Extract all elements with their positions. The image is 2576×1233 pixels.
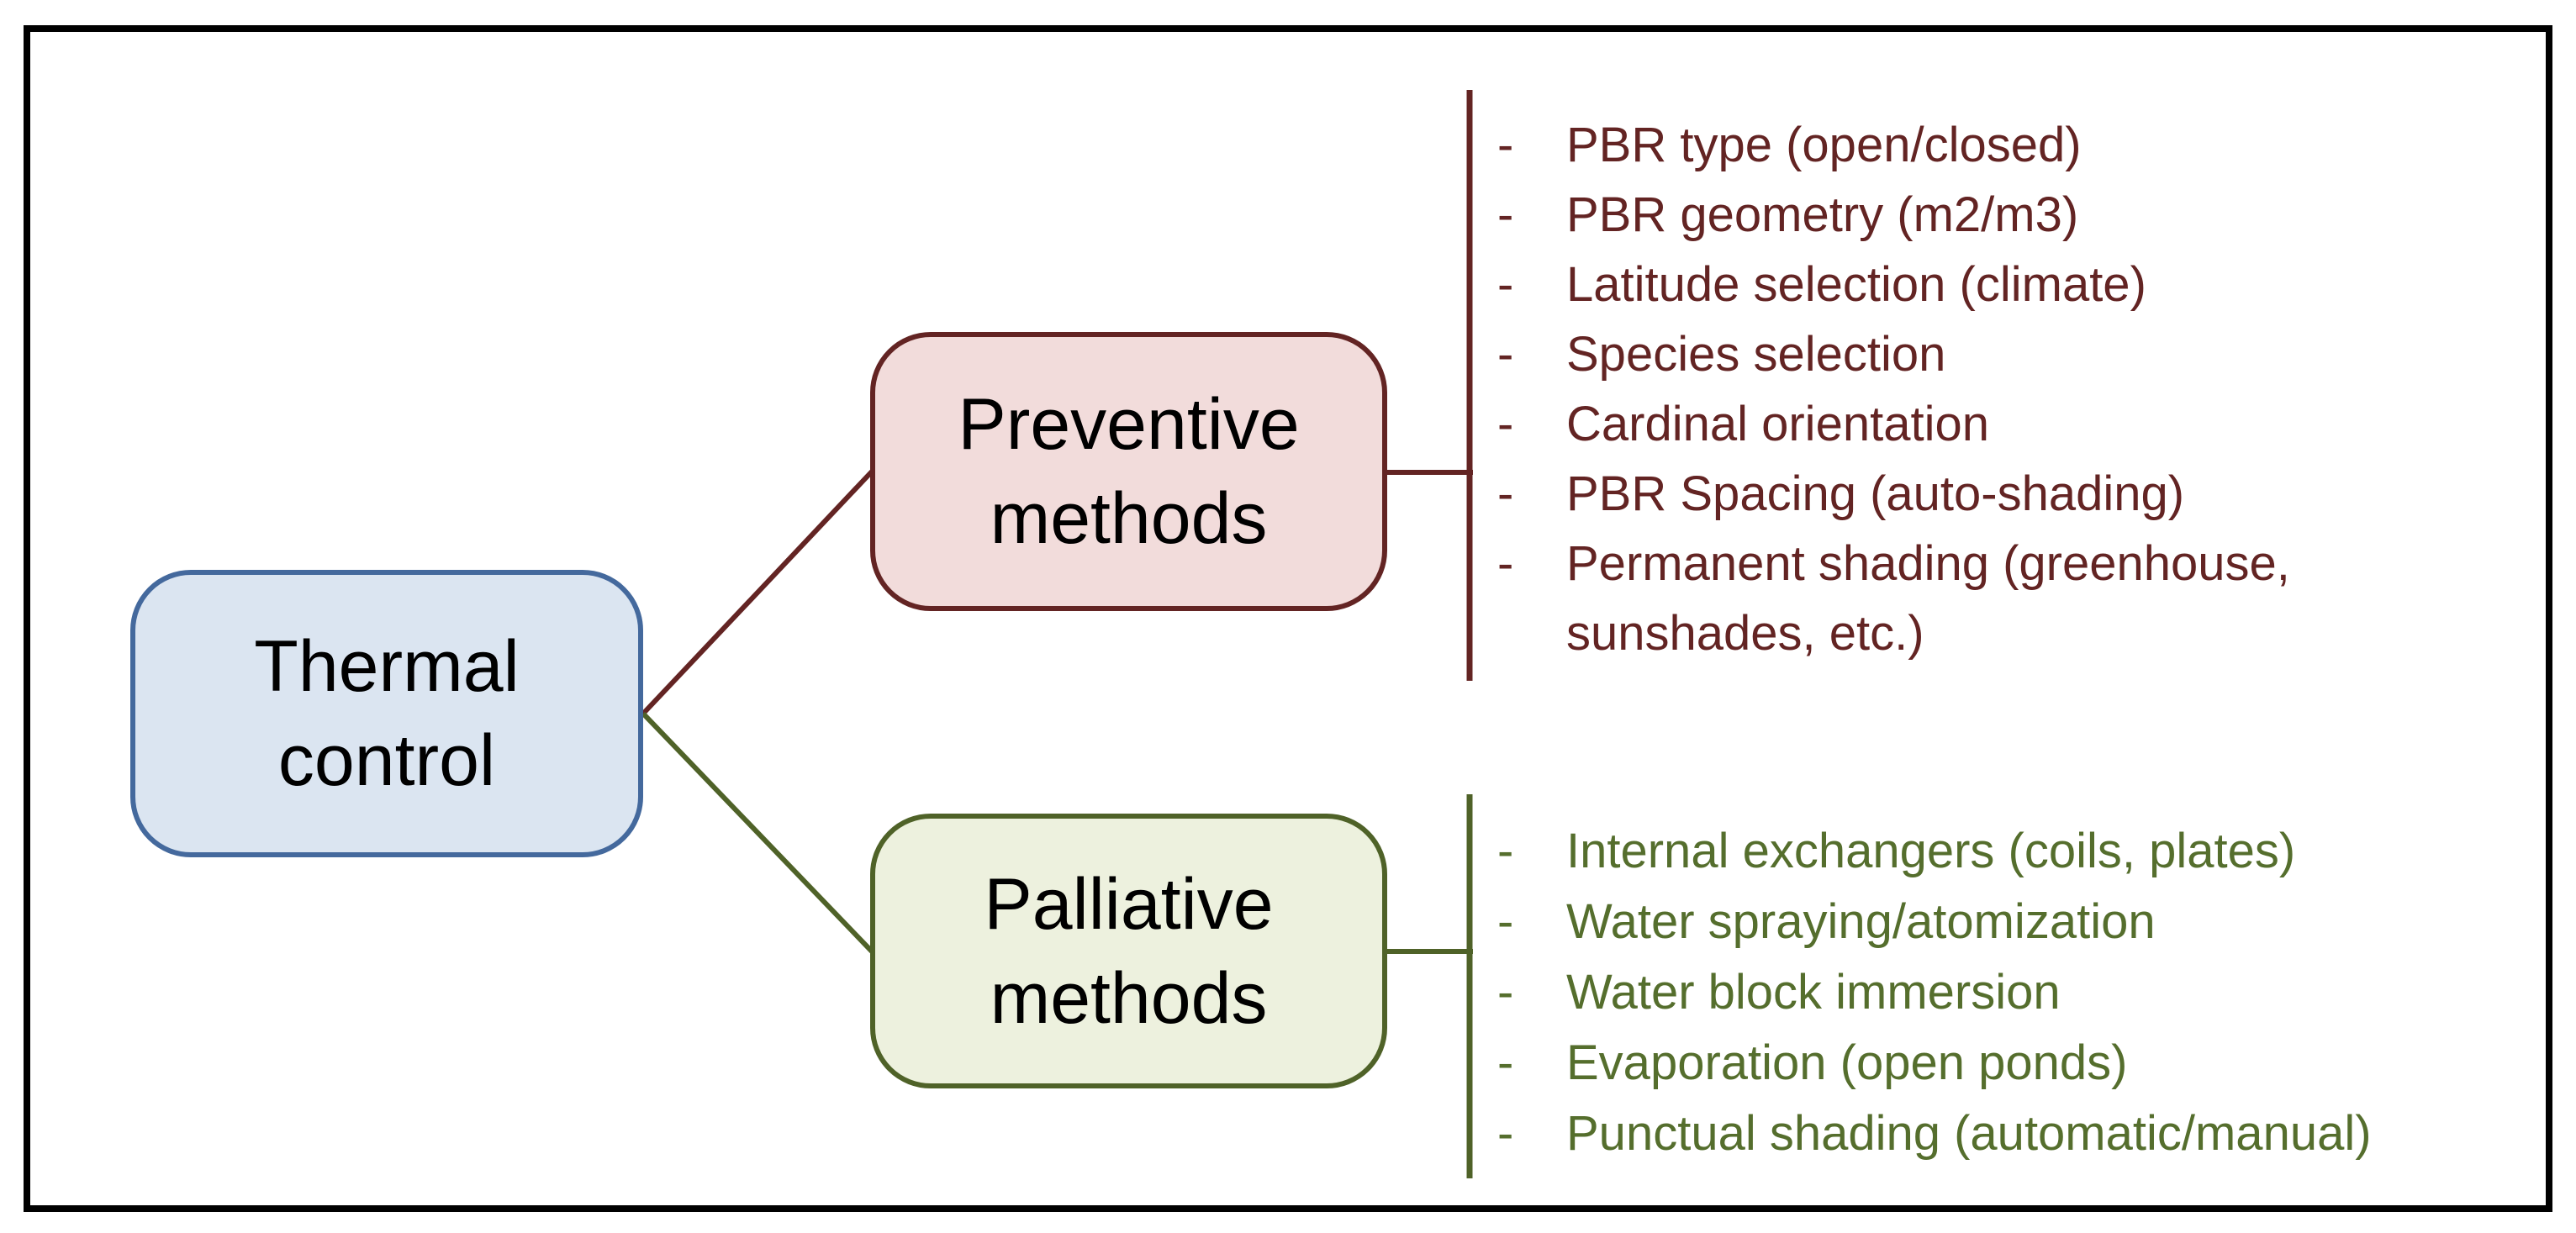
dash-bullet-icon: -: [1497, 118, 1514, 172]
list-item: - PBR type (open/closed): [1497, 110, 2540, 180]
list-item: - Cardinal orientation: [1497, 389, 2540, 459]
node-palliative-methods-label: Palliative methods: [984, 863, 1274, 1039]
node-thermal-control-label: Thermal control: [254, 626, 520, 801]
list-item-text: Permanent shading (greenhouse, sunshades…: [1566, 536, 2290, 661]
list-item: - Water spraying/atomization: [1497, 887, 2540, 957]
dash-bullet-icon: -: [1497, 187, 1514, 242]
list-item: - Latitude selection (climate): [1497, 250, 2540, 319]
list-item-text: Punctual shading (automatic/manual): [1566, 1106, 2372, 1161]
list-item: - Internal exchangers (coils, plates): [1497, 816, 2540, 887]
dash-bullet-icon: -: [1497, 536, 1514, 591]
dash-bullet-icon: -: [1497, 1106, 1514, 1161]
node-thermal-control: Thermal control: [130, 570, 643, 857]
preventive-methods-list: - PBR type (open/closed) - PBR geometry …: [1497, 110, 2540, 668]
list-item: - Evaporation (open ponds): [1497, 1028, 2540, 1099]
list-item-text: Water spraying/atomization: [1566, 894, 2156, 949]
list-item-text: Cardinal orientation: [1566, 397, 1989, 451]
list-item: - Water block immersion: [1497, 957, 2540, 1028]
dash-bullet-icon: -: [1497, 965, 1514, 1020]
list-item: - Species selection: [1497, 319, 2540, 389]
dash-bullet-icon: -: [1497, 257, 1514, 312]
list-item: - PBR Spacing (auto-shading): [1497, 459, 2540, 529]
list-item: - Punctual shading (automatic/manual): [1497, 1099, 2540, 1169]
list-item-text: Water block immersion: [1566, 965, 2061, 1020]
palliative-methods-list: - Internal exchangers (coils, plates) - …: [1497, 816, 2540, 1169]
dash-bullet-icon: -: [1497, 327, 1514, 382]
node-preventive-methods: Preventive methods: [870, 332, 1387, 611]
list-item: - Permanent shading (greenhouse, sunshad…: [1497, 529, 2540, 668]
list-item-text: PBR type (open/closed): [1566, 118, 2082, 172]
list-item-text: PBR geometry (m2/m3): [1566, 187, 2079, 242]
dash-bullet-icon: -: [1497, 466, 1514, 521]
list-item-text: Internal exchangers (coils, plates): [1566, 824, 2296, 878]
dash-bullet-icon: -: [1497, 824, 1514, 878]
list-item: - PBR geometry (m2/m3): [1497, 180, 2540, 250]
dash-bullet-icon: -: [1497, 894, 1514, 949]
list-item-text: Species selection: [1566, 327, 1946, 382]
node-preventive-methods-label: Preventive methods: [958, 384, 1300, 559]
dash-bullet-icon: -: [1497, 397, 1514, 451]
list-item-text: PBR Spacing (auto-shading): [1566, 466, 2185, 521]
dash-bullet-icon: -: [1497, 1035, 1514, 1090]
list-item-text: Evaporation (open ponds): [1566, 1035, 2128, 1090]
list-item-text: Latitude selection (climate): [1566, 257, 2146, 312]
node-palliative-methods: Palliative methods: [870, 814, 1387, 1088]
diagram-frame: [24, 25, 2552, 1212]
